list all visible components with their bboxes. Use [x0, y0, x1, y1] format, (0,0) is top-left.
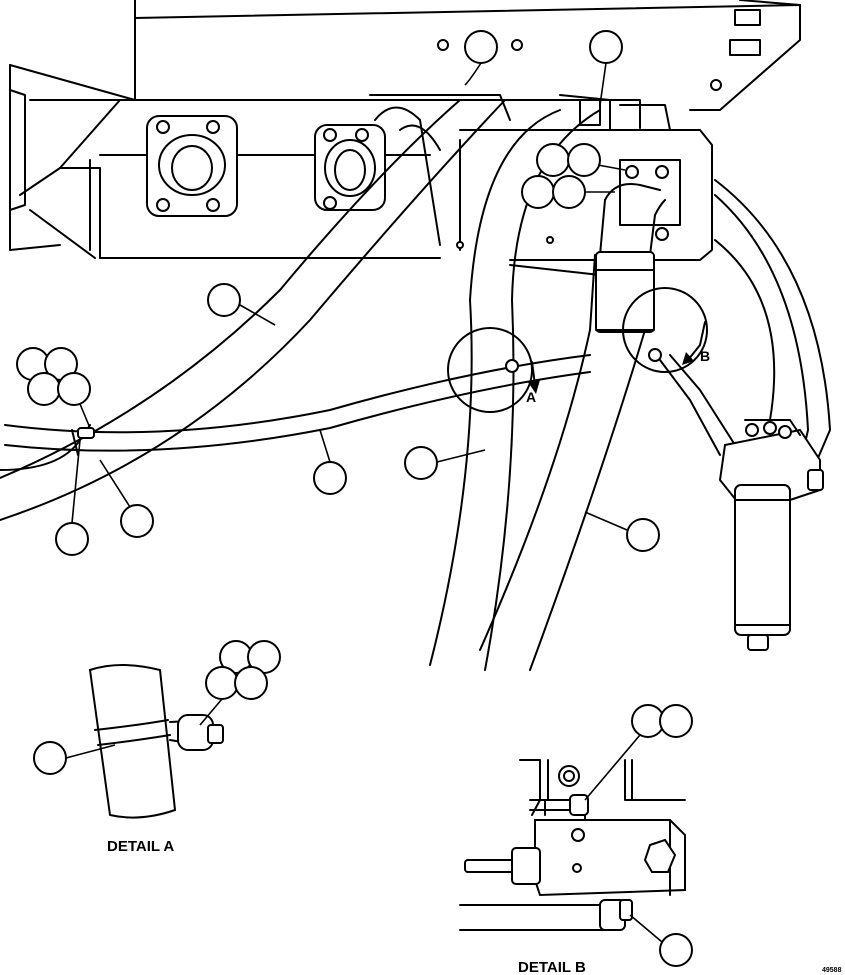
detail-a-marker	[447, 327, 540, 413]
detail-a-caption: DETAIL A	[107, 838, 174, 855]
detail-a-view	[33, 640, 281, 819]
hoses	[0, 99, 831, 671]
detail-a-label: A	[526, 389, 536, 405]
pump-assembly	[89, 106, 441, 251]
detail-b-caption: DETAIL B	[518, 959, 586, 975]
hose-return	[659, 359, 721, 456]
valve-block	[369, 9, 761, 276]
detail-b-view	[459, 704, 693, 967]
filter-canister	[734, 484, 791, 636]
detail-b-marker	[622, 287, 708, 373]
hose-small	[4, 354, 591, 434]
hose-large-vertical-left	[429, 109, 561, 666]
pump-port-flange-left	[146, 115, 238, 217]
figure-number: 49588	[822, 967, 842, 974]
filter-assembly	[718, 419, 824, 651]
callout-balloons	[16, 30, 660, 556]
detail-b-label: B	[700, 348, 710, 364]
hose-clamp	[71, 427, 95, 456]
hose-elbow-fitting	[595, 183, 666, 333]
